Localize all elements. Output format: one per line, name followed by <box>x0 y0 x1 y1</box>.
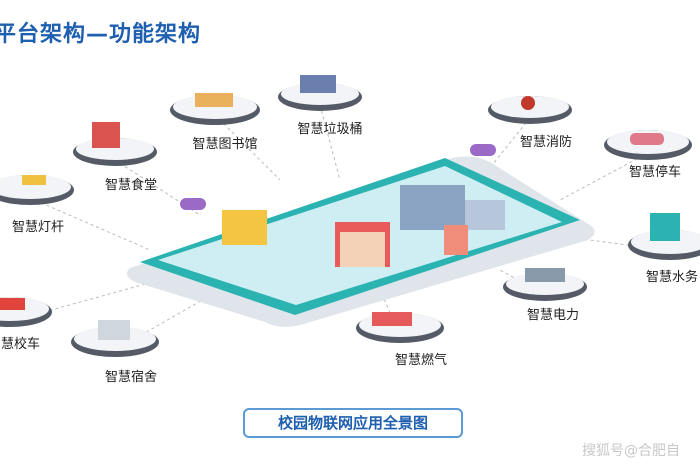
car-icon <box>630 133 664 145</box>
node-label-parking: 智慧停车 <box>628 165 682 180</box>
page-title: 平台架构—功能架构 <box>0 22 202 47</box>
fire-safety-icon <box>521 96 535 110</box>
node-icons <box>0 75 680 340</box>
school-bus-icon <box>0 298 25 310</box>
campus-buildings <box>180 144 505 267</box>
dormitory-icon <box>98 320 130 340</box>
power-icon <box>525 268 565 282</box>
node-label-power: 智慧电力 <box>526 308 580 323</box>
street-lamp-icon <box>22 175 46 185</box>
trash-bin-icon <box>300 75 336 93</box>
gas-icon <box>372 312 412 326</box>
node-label-library: 智慧图书馆 <box>192 137 258 152</box>
node-label-trash-bin: 智慧垃圾桶 <box>297 122 363 137</box>
node-label-water: 智慧水务 <box>645 270 699 285</box>
caption-box: 校园物联网应用全景图 <box>243 408 463 438</box>
watermark: 搜狐号@合肥自 <box>582 443 680 459</box>
node-label-dormitory: 智慧宿舍 <box>104 370 158 385</box>
library-icon <box>195 93 233 107</box>
node-label-street-lamp: 智慧灯杆 <box>11 220 65 235</box>
node-label-canteen: 智慧食堂 <box>104 178 158 193</box>
canteen-icon <box>92 122 120 148</box>
node-label-school-bus: 智慧校车 <box>0 337 41 352</box>
water-icon <box>650 213 680 241</box>
node-label-gas: 智慧燃气 <box>394 353 448 368</box>
node-label-fire-safety: 智慧消防 <box>519 135 573 150</box>
